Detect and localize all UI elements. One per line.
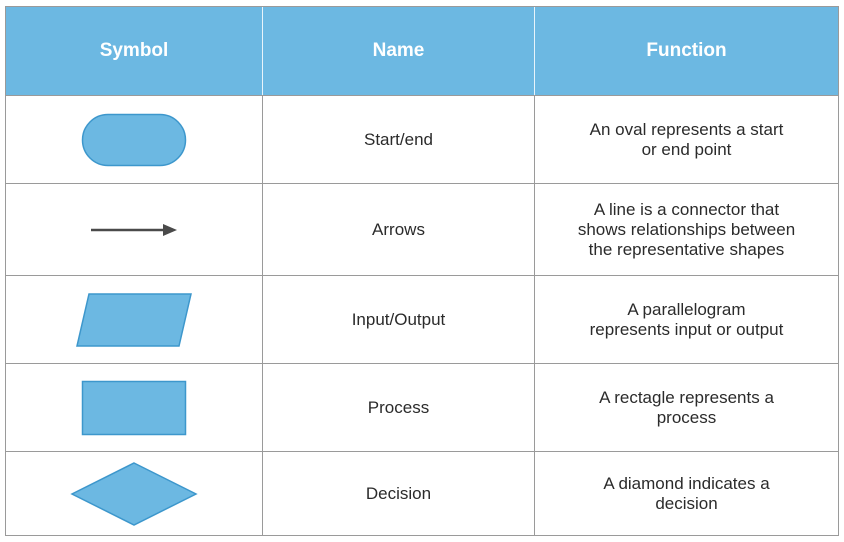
header-symbol: Symbol bbox=[99, 40, 169, 61]
table-row: Decision A diamond indicates a decision bbox=[6, 451, 838, 535]
function-cell: A rectagle represents a process bbox=[534, 364, 838, 451]
table-row: Start/end An oval represents a start or … bbox=[6, 95, 838, 183]
symbol-cell bbox=[6, 364, 262, 451]
function-cell: A diamond indicates a decision bbox=[534, 452, 838, 535]
name-cell: Start/end bbox=[262, 96, 534, 183]
symbol-cell bbox=[6, 276, 262, 363]
name-cell: Arrows bbox=[262, 184, 534, 275]
arrow-icon bbox=[89, 222, 179, 238]
diamond-icon bbox=[70, 461, 198, 527]
header-name: Name bbox=[262, 7, 534, 95]
name-cell: Process bbox=[262, 364, 534, 451]
header-function: Function bbox=[534, 7, 838, 95]
name-cell: Input/Output bbox=[262, 276, 534, 363]
table-row: Input/Output A parallelogram represents … bbox=[6, 275, 838, 363]
function-cell: A parallelogram represents input or outp… bbox=[534, 276, 838, 363]
symbol-cell bbox=[6, 452, 262, 535]
symbol-cell bbox=[6, 96, 262, 183]
function-cell: A line is a connector that shows relatio… bbox=[534, 184, 838, 275]
rectangle-icon bbox=[81, 380, 187, 436]
symbol-cell bbox=[6, 184, 262, 275]
table-header-row: Symbol Name Function bbox=[6, 7, 838, 95]
name-cell: Decision bbox=[262, 452, 534, 535]
oval-icon bbox=[81, 113, 187, 167]
table-row: Process A rectagle represents a process bbox=[6, 363, 838, 451]
flowchart-symbols-table: Symbol Name Function Start/end An oval r… bbox=[5, 6, 839, 536]
function-cell: An oval represents a start or end point bbox=[534, 96, 838, 183]
table-row: Arrows A line is a connector that shows … bbox=[6, 183, 838, 275]
parallelogram-icon bbox=[75, 292, 193, 348]
